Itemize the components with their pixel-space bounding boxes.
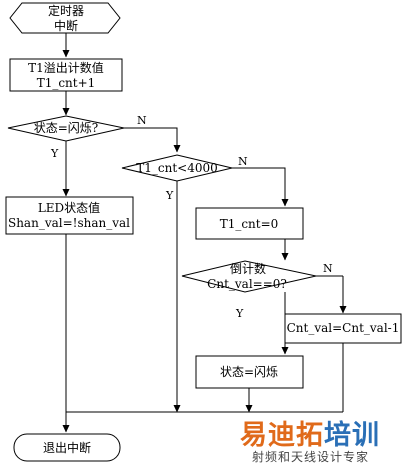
label-state-no: N (137, 114, 147, 127)
connectors (62, 33, 347, 433)
decrement-text: Cnt_val=Cnt_val-1 (287, 321, 400, 335)
label-state-yes: Y (50, 147, 59, 160)
decision-t1-text: T1_cnt<4000 (136, 161, 218, 175)
set-state-process: 状态=闪烁 (195, 355, 304, 389)
reset-text: T1_cnt=0 (220, 217, 279, 231)
watermark-brand-part2: 培训 (324, 420, 380, 451)
decrement-process: Cnt_val=Cnt_val-1 (284, 313, 402, 344)
label-countdown-yes: Y (235, 307, 244, 320)
led-line-2: Shan_val=!shan_val (8, 216, 130, 230)
start-line-2: 中断 (54, 18, 78, 33)
decision-countdown-line-2: Cnt_val==0? (207, 277, 287, 291)
watermark-logo: 易迪拓培训 (240, 413, 380, 452)
arrow-t1-no (232, 167, 289, 207)
end-node: 退出中断 (13, 433, 121, 462)
reset-process: T1_cnt=0 (195, 207, 304, 240)
count-process: T1溢出计数值 T1_cnt+1 (9, 58, 123, 92)
decision-countdown: 倒计数 Cnt_val==0? (181, 260, 317, 293)
decision-state: 状态=闪烁? (7, 115, 125, 142)
count-line-2: T1_cnt+1 (37, 76, 96, 90)
arrow-state-no (124, 127, 181, 153)
decision-state-text: 状态=闪烁? (34, 121, 99, 135)
watermark-subtitle: 射频和天线设计专家 (252, 450, 370, 464)
led-process: LED状态值 Shan_val=!shan_val (5, 196, 134, 235)
set-state-text: 状态=闪烁 (220, 365, 278, 379)
watermark-brand-part1: 易迪拓 (240, 420, 324, 451)
label-countdown-no: N (323, 262, 333, 275)
start-node: 定时器 中断 (9, 2, 121, 34)
start-line-1: 定时器 (48, 3, 84, 18)
label-t1-yes: Y (165, 189, 174, 202)
count-line-1: T1溢出计数值 (28, 60, 104, 75)
label-t1-no: N (238, 155, 248, 168)
end-text: 退出中断 (43, 440, 91, 455)
led-line-1: LED状态值 (38, 200, 100, 215)
decision-countdown-line-1: 倒计数 (230, 261, 266, 276)
decision-t1: T1_cnt<4000 (121, 154, 233, 182)
